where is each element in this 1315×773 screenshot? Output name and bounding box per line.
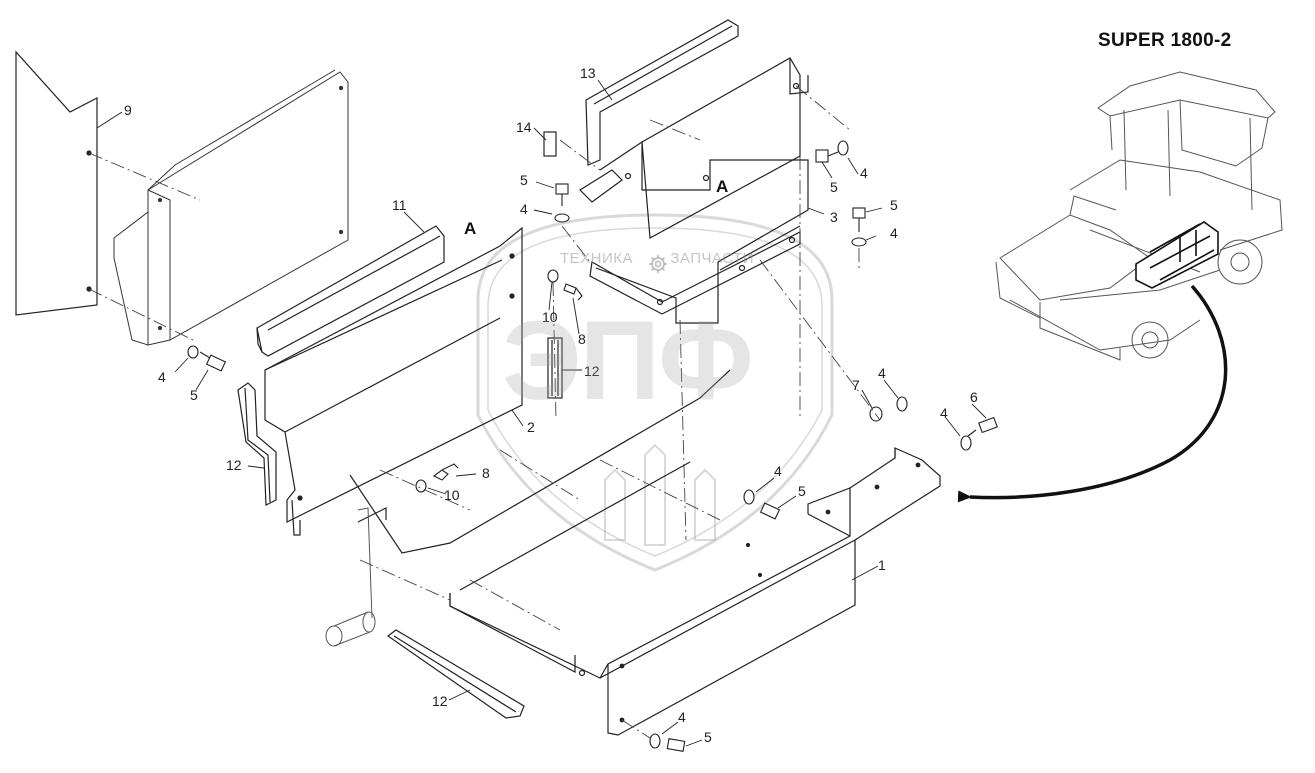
callouts: 9 11 13 14 5 4 3 5 4 5 4 10 8 12 2 4 5 7… bbox=[124, 65, 978, 745]
assembly-centerlines bbox=[88, 85, 881, 739]
callout-4-d: 4 bbox=[158, 369, 166, 385]
section-label-a-upper: A bbox=[716, 177, 728, 196]
washer-4-top bbox=[554, 213, 570, 223]
callout-5-c: 5 bbox=[890, 197, 898, 213]
callout-4-c: 4 bbox=[890, 225, 898, 241]
watermark-logo-text: ЭПФ bbox=[502, 298, 754, 423]
watermark-line1: ТЕХНИКА bbox=[560, 250, 634, 267]
part-11-strip bbox=[256, 225, 445, 357]
washer-4-bottom bbox=[649, 733, 661, 749]
part-2-front-panel bbox=[264, 226, 523, 536]
part-9-side-plate bbox=[15, 50, 98, 316]
leader-lines bbox=[96, 79, 987, 747]
callout-14: 14 bbox=[516, 119, 532, 135]
bolt-5-mid bbox=[759, 502, 781, 520]
bolt-5-bottom bbox=[666, 738, 686, 752]
wingnut-8-top bbox=[563, 283, 583, 301]
callout-5-b: 5 bbox=[830, 179, 838, 195]
asphalt-paver-illustration bbox=[995, 71, 1283, 361]
part-1-base-tray bbox=[349, 369, 941, 736]
callout-9: 9 bbox=[124, 102, 132, 118]
callout-4-f: 4 bbox=[940, 405, 948, 421]
wingnut-8-bottom bbox=[432, 463, 459, 481]
bolt-5-right-b bbox=[852, 207, 866, 232]
section-labels: A A bbox=[464, 177, 728, 238]
callout-4-b: 4 bbox=[860, 165, 868, 181]
callout-12-a: 12 bbox=[584, 363, 600, 379]
rear-panel bbox=[113, 69, 349, 346]
washer-4-r1 bbox=[896, 396, 908, 412]
highlighted-part-location bbox=[1135, 221, 1219, 289]
callout-6: 6 bbox=[970, 389, 978, 405]
part-14-block bbox=[543, 131, 557, 157]
callout-10-a: 10 bbox=[542, 309, 558, 325]
bolt-5-right-a bbox=[815, 149, 839, 163]
callout-3: 3 bbox=[830, 209, 838, 225]
part-3-bracket bbox=[579, 57, 809, 324]
bolt-6 bbox=[967, 416, 998, 437]
part-13-angle-strip bbox=[585, 19, 739, 166]
washer-10-top bbox=[547, 269, 559, 283]
callout-5-e: 5 bbox=[798, 483, 806, 499]
callout-13: 13 bbox=[580, 65, 596, 81]
washer-4-r2 bbox=[960, 435, 972, 451]
part-12-left-strip bbox=[237, 382, 277, 506]
part-12-bottom-strip bbox=[386, 629, 525, 719]
model-title: SUPER 1800-2 bbox=[1098, 30, 1232, 51]
callout-10-b: 10 bbox=[444, 487, 460, 503]
callout-12-b: 12 bbox=[226, 457, 242, 473]
callout-8-a: 8 bbox=[578, 331, 586, 347]
bolt-5-top bbox=[555, 183, 569, 206]
callout-12-c: 12 bbox=[432, 693, 448, 709]
part-12-clip bbox=[547, 337, 563, 399]
curved-arrow-icon bbox=[957, 284, 1228, 503]
watermark-text: ТЕХНИКА ЗАПЧАСТИ bbox=[560, 250, 754, 267]
callout-5-a: 5 bbox=[520, 172, 528, 188]
washer-4-mid bbox=[743, 489, 755, 505]
washer-4-left bbox=[187, 345, 199, 359]
washer-4-right-b bbox=[851, 237, 867, 247]
watermark-emblem bbox=[476, 213, 834, 572]
bolt-5-left bbox=[199, 351, 227, 372]
washer-10-bottom bbox=[415, 479, 427, 493]
callout-4-e: 4 bbox=[878, 365, 886, 381]
callout-4-g: 4 bbox=[774, 463, 782, 479]
fasteners bbox=[187, 140, 998, 752]
callout-4-h: 4 bbox=[678, 709, 686, 725]
callout-11: 11 bbox=[392, 197, 407, 213]
callout-1: 1 bbox=[878, 557, 886, 573]
callout-8-b: 8 bbox=[482, 465, 490, 481]
section-label-a-lower: A bbox=[464, 219, 476, 238]
callout-2: 2 bbox=[527, 419, 535, 435]
callout-7: 7 bbox=[852, 377, 860, 393]
gear-icon bbox=[649, 255, 667, 273]
callout-5-d: 5 bbox=[190, 387, 198, 403]
callout-5-f: 5 bbox=[704, 729, 712, 745]
washer-4-right-a bbox=[837, 140, 849, 156]
roller-pipe bbox=[325, 507, 376, 647]
watermark-line2: ЗАПЧАСТИ bbox=[670, 250, 755, 267]
callout-4-a: 4 bbox=[520, 201, 528, 217]
